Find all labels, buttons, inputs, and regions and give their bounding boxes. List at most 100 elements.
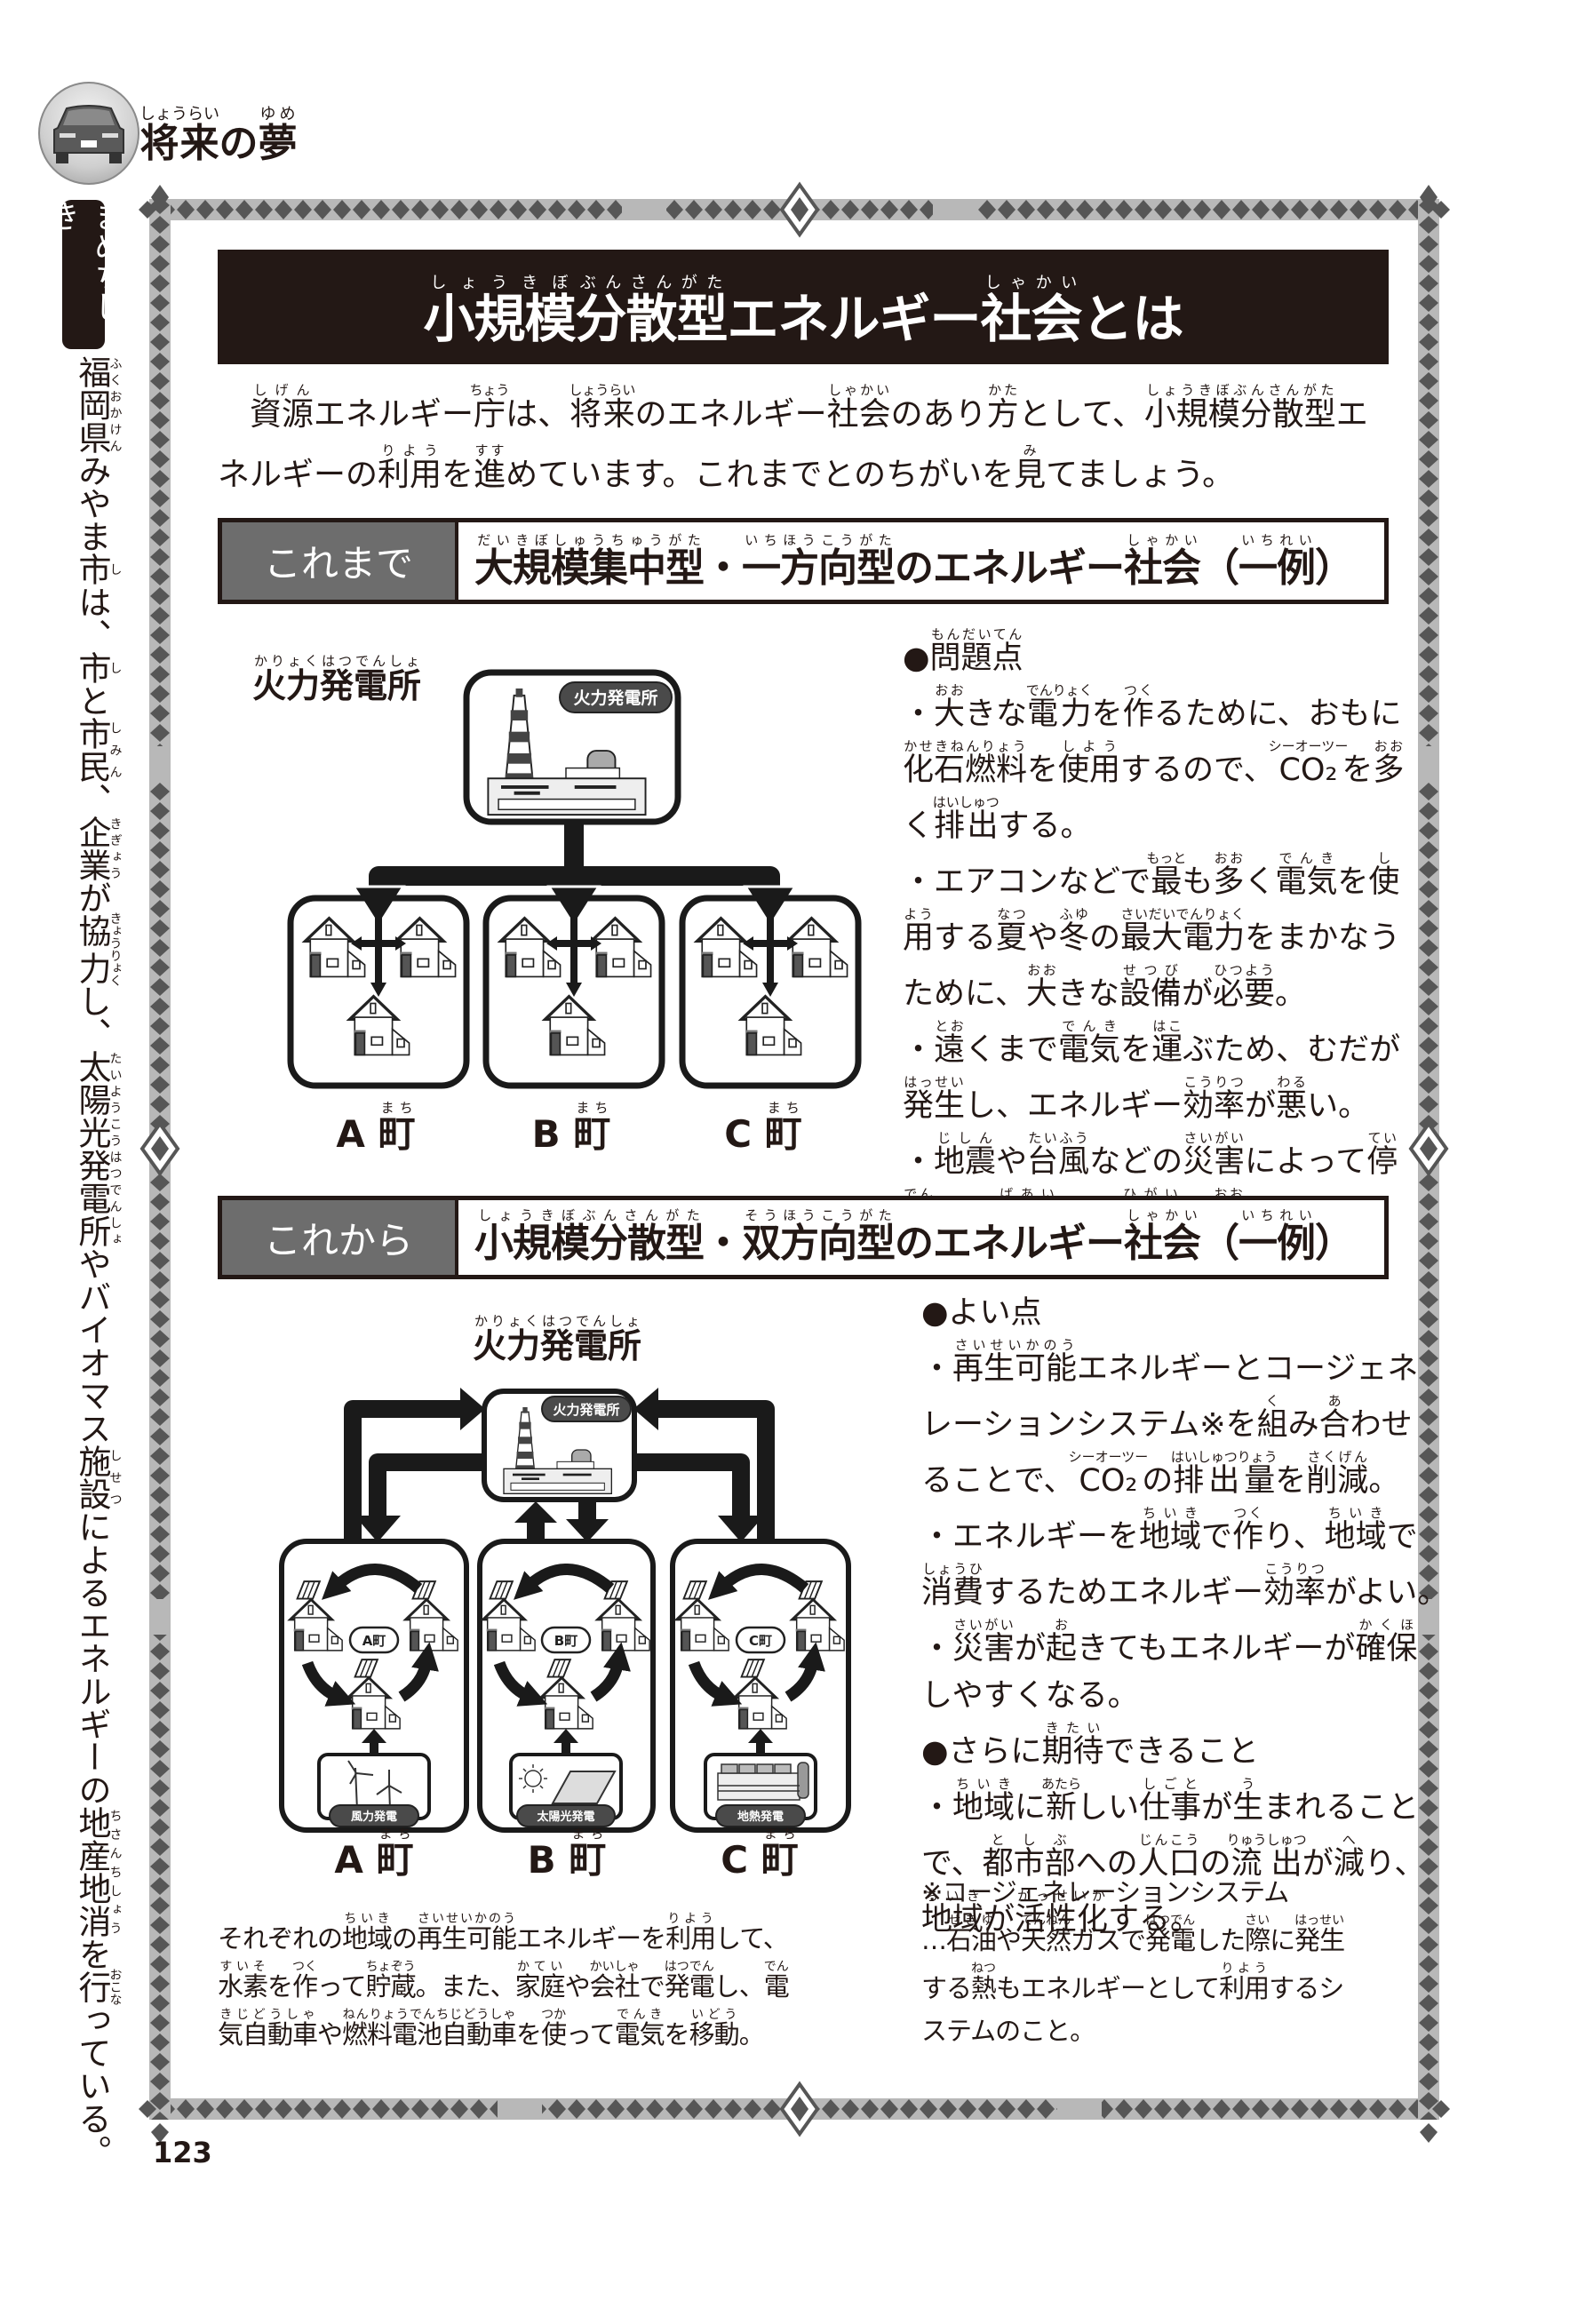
ruby-reading: う (1232, 1776, 1264, 1792)
town-badge-text: A町 (362, 1633, 386, 1649)
ruby-word: 起お (1046, 1617, 1078, 1667)
ruby-reading: きょうりょく (108, 911, 123, 987)
ruby-word: 小規模分散型しょうきぼぶんさんがた (1143, 382, 1336, 434)
ruby-reading: し (108, 651, 123, 684)
ruby-word: 小規模分散型しょうきぼぶんさんがた (474, 1207, 705, 1267)
ruby-word: 地域ちいき (921, 1888, 984, 1938)
ruby-word: 一例いちれい (1239, 1207, 1316, 1267)
ruby-word: 電気でんき (1058, 1018, 1121, 1069)
ruby-word: 社会しゃかい (1124, 1207, 1201, 1267)
ruby-word: 作つく (1122, 682, 1154, 733)
ruby-reading: かくほ (1355, 1617, 1418, 1633)
ruby-word: 生う (1232, 1776, 1264, 1827)
ruby-word: 行おこな (73, 1968, 123, 2006)
ruby-word: 電でん (763, 1960, 790, 2002)
ruby-word: 際さい (1245, 1914, 1270, 1955)
wind-turbine-icon (347, 1760, 402, 1811)
ruby-word: 福岡県ふくおかけん (73, 355, 123, 454)
ruby-reading: てんねん (1021, 1914, 1071, 1928)
ruby-reading: ちょう (469, 382, 510, 398)
ruby-reading: あたら (1041, 1776, 1082, 1792)
ruby-word: 家庭かてい (514, 1960, 566, 2002)
ruby-word: 問題点もんだいてん (929, 626, 1023, 677)
house-icon (695, 916, 759, 979)
diagram-caption: それぞれの地域ちいきの再生可能さいせいかのうエネルギーを利用りようして、水素すい… (218, 1912, 790, 2056)
ruby-word: 電気でんき (1275, 850, 1338, 901)
ruby-word: 将来しょうらい (569, 382, 636, 434)
ruby-reading: ぶんさんがた (575, 274, 728, 292)
house-icon (785, 916, 849, 979)
arrowhead-down (566, 1519, 609, 1542)
ruby-reading: とお (934, 1018, 966, 1034)
text-line: ることで、CO₂シーオーツーの排出量はいしゅつりょうを削減さくげん。 (921, 1449, 1400, 1500)
ruby-reading: しょうひ (921, 1561, 984, 1577)
town-label-a: A 町まち (336, 1100, 416, 1157)
ruby-word: 消費しょうひ (921, 1561, 984, 1612)
town-label-b: B 町まち (527, 1826, 607, 1882)
ruby-reading: せつび (1119, 962, 1182, 978)
town-label-c: C 町まち (724, 1100, 802, 1157)
ruby-word: 電気でんき (614, 2008, 665, 2049)
ruby-reading: はつでん (664, 1960, 714, 1974)
ruby-reading: さい (1245, 1914, 1270, 1928)
house-icon (543, 994, 607, 1057)
ruby-reading: まち (761, 1826, 799, 1842)
ruby-reading: ちいき (921, 1888, 984, 1904)
ruby-word: 利用りよう (378, 442, 442, 494)
main-title: 小規模しょうきぼ分散型ぶんさんがたエネルギー社会しゃかいとは (423, 274, 1183, 350)
ruby-reading: しごと (1139, 1776, 1202, 1792)
ruby-word: 発生はっせい (903, 1074, 966, 1125)
ruby-reading: み (1014, 442, 1047, 458)
ruby-word: 町まち (761, 1826, 799, 1882)
distribution-arrow-trunk (369, 822, 780, 895)
text-line: ●問題点もんだいてん (903, 626, 1023, 677)
ruby-word: 社会しゃかい (1124, 532, 1201, 592)
section-title-after: 小規模分散型しょうきぼぶんさんがた・双方向型そうほうこうがたのエネルギー社会しゃ… (474, 1207, 1354, 1267)
text-line: で、都市部としぶへの人口じんこうの流出りゅうしゅつが減へり、 (921, 1832, 1426, 1882)
ruby-word: 移動いどう (689, 2008, 740, 2049)
ruby-reading: かいしゃ (589, 1960, 640, 1974)
page-number: 123 (153, 2136, 212, 2169)
geothermal-plant-icon (717, 1762, 809, 1801)
ruby-word: 社会しゃかい (980, 274, 1083, 350)
ruby-word: 電力でんりょく (1025, 682, 1093, 733)
text-line: ・遠とおくまで電気でんきを運はこぶため、むだが (903, 1018, 1401, 1069)
ruby-word: 仕事しごと (1139, 1776, 1202, 1827)
town-badge-text: C町 (749, 1633, 772, 1649)
ruby-reading: りよう (1219, 1962, 1270, 1976)
ruby-reading: つく (292, 1960, 318, 1974)
ruby-reading: りよう (665, 1912, 716, 1926)
ruby-reading: まち (764, 1100, 802, 1116)
ruby-word: 停てい (1366, 1130, 1398, 1181)
ruby-reading: きぎょう (108, 816, 123, 881)
ruby-word: 石油せきゆ (946, 1914, 997, 1955)
ruby-word: 大おお (1025, 962, 1057, 1013)
ruby-reading: たいふう (1027, 1130, 1090, 1146)
text-line: 水素すいそを作つくって貯蔵ちょぞう。また、家庭かていや会社かいしゃで発電はつでん… (218, 1960, 790, 2002)
ruby-word: 見み (1014, 442, 1047, 494)
ruby-reading: おこな (108, 1968, 123, 2006)
ruby-word: 地産地消ちさんちしょう (73, 1806, 123, 1938)
house-icon (739, 994, 803, 1057)
ruby-reading: しょうらい (569, 382, 636, 398)
town-box-b (482, 895, 665, 1089)
ruby-reading: し (1368, 850, 1400, 866)
ruby-reading: ちいき (1139, 1505, 1202, 1521)
sharing-arrows (688, 1564, 825, 1707)
ruby-word: 夢ゆめ (258, 105, 298, 167)
ruby-word: 地域ちいき (1324, 1505, 1387, 1556)
town-badge-text: B町 (554, 1633, 577, 1649)
ruby-reading: よう (903, 906, 935, 922)
ruby-reading: おお (1373, 738, 1405, 754)
ruby-word: 人口じんこう (1137, 1832, 1200, 1882)
plant-label-before: 火力発電所かりょくはつでんしょ (252, 653, 421, 712)
ruby-reading: つく (1232, 1505, 1264, 1521)
text-line: ・再生可能さいせいかのうエネルギーとコージェネ (921, 1337, 1419, 1388)
ruby-reading: さいがい (1183, 1130, 1246, 1146)
house-icon (589, 916, 653, 979)
text-line: ●よい点 (921, 1295, 1042, 1331)
ruby-reading: まち (569, 1826, 607, 1842)
ruby-reading: ちいき (342, 1912, 393, 1926)
ruby-reading: つく (1122, 682, 1154, 698)
ruby-word: 確保かくほ (1355, 1617, 1418, 1667)
